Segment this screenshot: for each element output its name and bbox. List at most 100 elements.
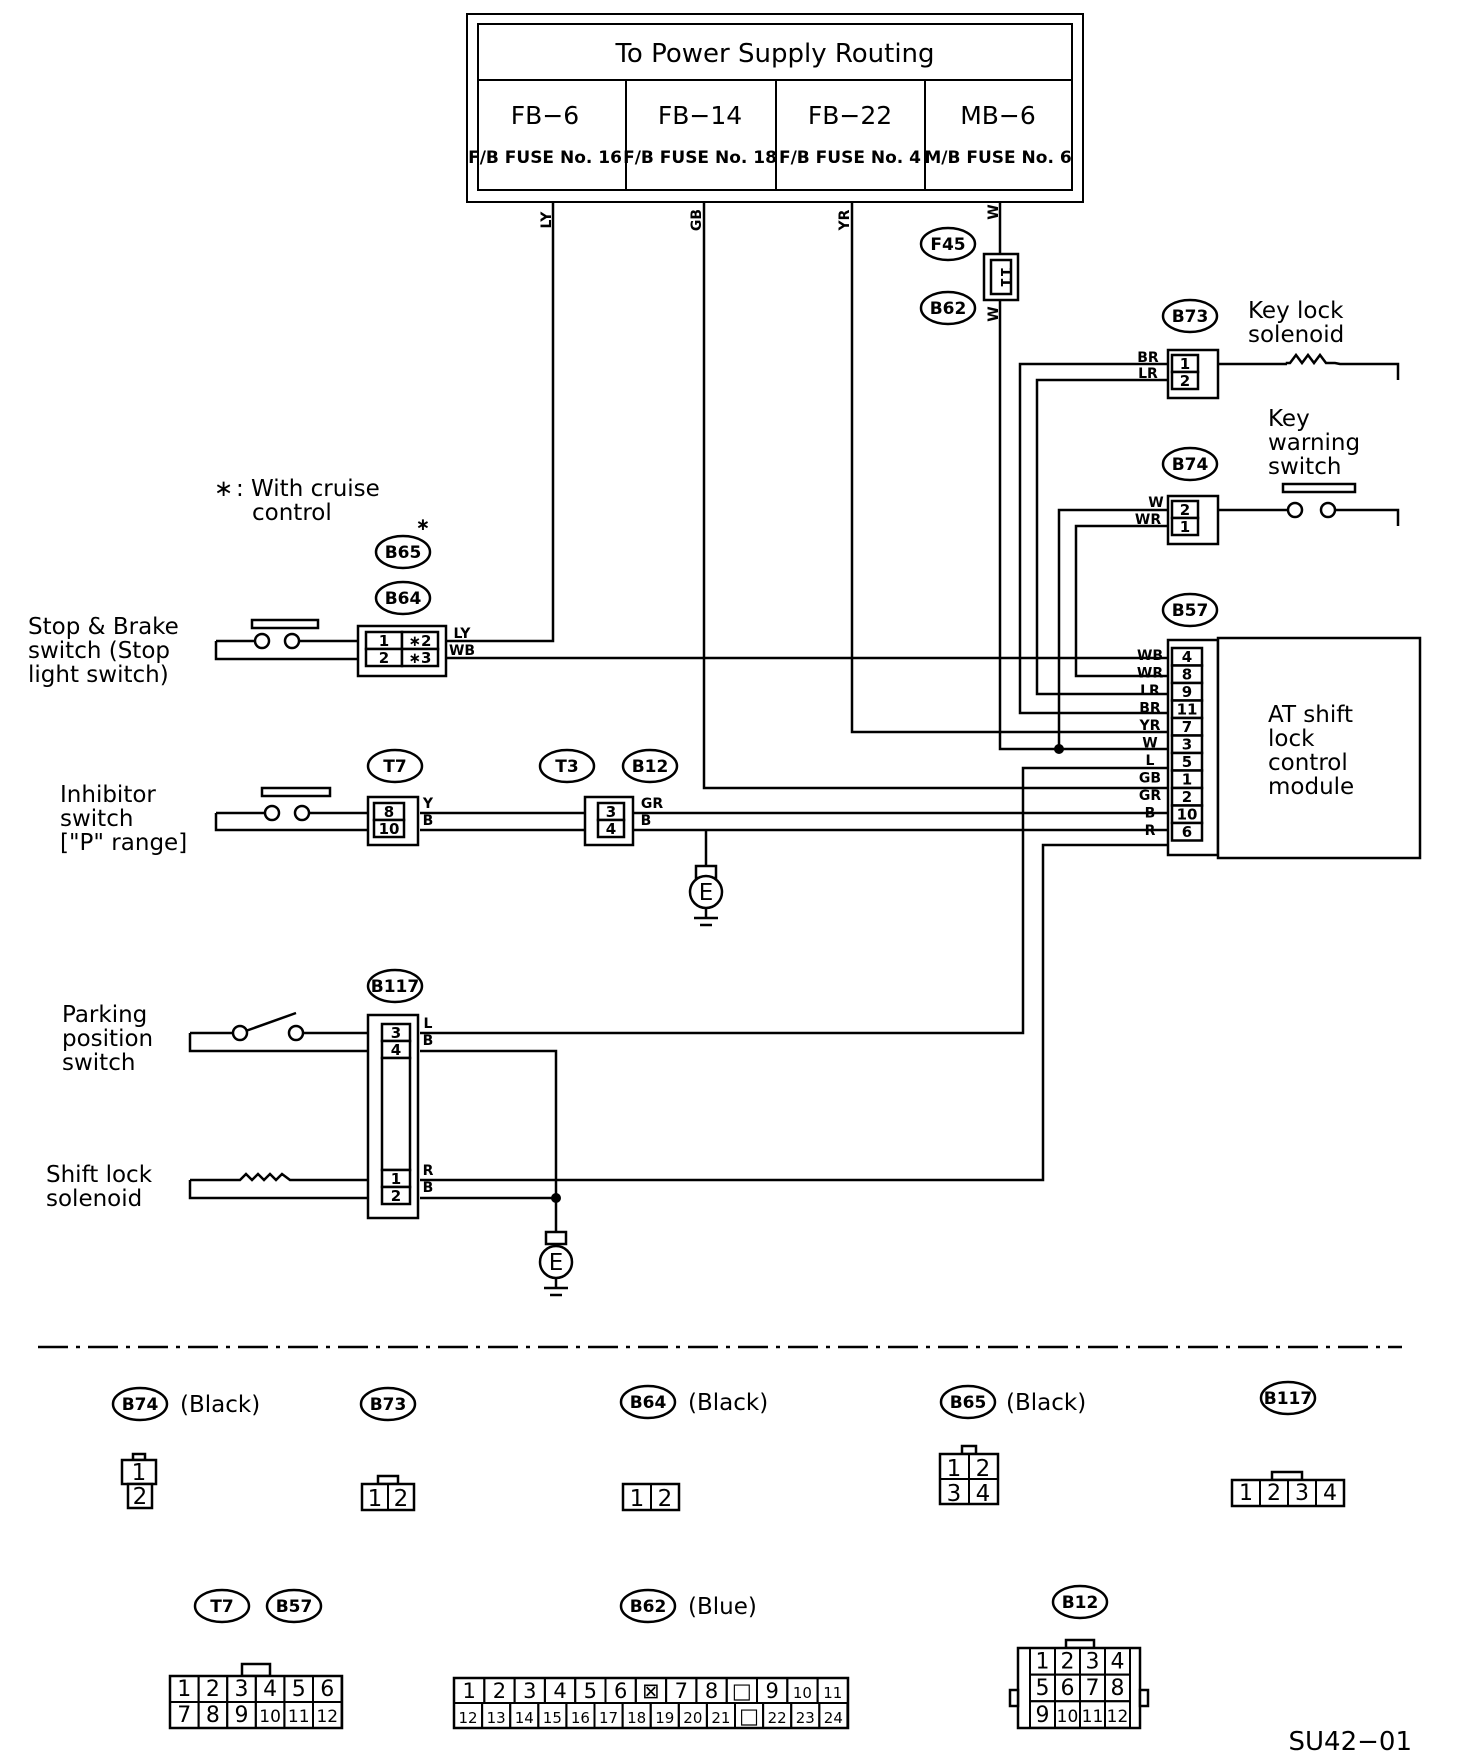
key-warning-label-3: switch bbox=[1268, 454, 1341, 480]
svg-text:B65: B65 bbox=[950, 1393, 987, 1413]
b62-legend-pin: 16 bbox=[571, 1709, 590, 1727]
svg-text:∗3: ∗3 bbox=[408, 649, 431, 667]
component-labels: ∗ : With cruise control Stop & Brake swi… bbox=[28, 298, 1360, 1212]
power-supply-box: To Power Supply Routing FB−6 F/B FUSE No… bbox=[466, 13, 1084, 203]
wire-l bbox=[420, 766, 1170, 1035]
t7b57-legend-pin: 11 bbox=[288, 1707, 310, 1727]
fuse-fb22-label: FB−22 bbox=[808, 101, 892, 130]
svg-text:2: 2 bbox=[391, 1187, 401, 1205]
svg-text:10: 10 bbox=[379, 820, 400, 838]
switch-contacts bbox=[231, 482, 1357, 1203]
svg-text:1: 1 bbox=[132, 1460, 147, 1486]
stop-brake-label-3: light switch) bbox=[28, 662, 169, 688]
svg-text:(Black): (Black) bbox=[688, 1390, 768, 1416]
svg-text:(Black): (Black) bbox=[1006, 1390, 1086, 1416]
b57-pin: 10 bbox=[1177, 806, 1198, 824]
note-mark: ∗ bbox=[214, 476, 233, 502]
svg-text:L: L bbox=[424, 1016, 433, 1032]
b12-legend-pin: 1 bbox=[1036, 1650, 1050, 1675]
b12-legend-pin: 5 bbox=[1036, 1676, 1050, 1701]
wire-w-b74 bbox=[1057, 508, 1168, 749]
b62-label: B62 bbox=[930, 299, 967, 319]
b62-legend-pin: 2 bbox=[493, 1679, 506, 1703]
at-shift-lock-module bbox=[1216, 636, 1422, 860]
t7b57-legend-pin: 5 bbox=[292, 1677, 306, 1702]
connector-t7: T7 8 10 Y B bbox=[366, 748, 434, 847]
svg-text:2: 2 bbox=[379, 649, 389, 667]
module-label-2: lock bbox=[1268, 726, 1315, 752]
b57-pin: 3 bbox=[1182, 736, 1192, 754]
svg-text:B64: B64 bbox=[385, 589, 422, 609]
wire-yr bbox=[850, 202, 1170, 734]
b62-legend-pin: 22 bbox=[768, 1709, 787, 1727]
b57-wire-label: GB bbox=[1139, 771, 1161, 787]
wire-r bbox=[420, 843, 1170, 1182]
b62-legend-pin: □ bbox=[732, 1679, 752, 1703]
svg-text:LY: LY bbox=[539, 211, 555, 229]
b12-legend-pin: 7 bbox=[1086, 1676, 1100, 1701]
b62-legend-pin: 13 bbox=[487, 1709, 506, 1727]
b57-pin: 9 bbox=[1182, 683, 1192, 701]
wires bbox=[188, 202, 1400, 1240]
b62-legend-pin: 24 bbox=[824, 1709, 843, 1727]
svg-text:4: 4 bbox=[606, 820, 616, 838]
b12-legend-pin: 11 bbox=[1082, 1707, 1104, 1727]
svg-text:B64: B64 bbox=[630, 1393, 667, 1413]
t7b57-legend-pin: 7 bbox=[177, 1703, 191, 1728]
svg-text:(Black): (Black) bbox=[180, 1392, 260, 1418]
wire-w bbox=[998, 300, 1170, 751]
module-label-3: control bbox=[1268, 750, 1348, 776]
svg-text:E: E bbox=[549, 1250, 564, 1276]
b57-pin: 4 bbox=[1182, 648, 1192, 666]
b62-legend-pin: 7 bbox=[675, 1679, 688, 1703]
t7b57-legend-pin: 6 bbox=[320, 1677, 334, 1702]
ground-symbol-1: E bbox=[688, 864, 724, 927]
b57-wire-label: R bbox=[1145, 823, 1156, 839]
key-lock-label-2: solenoid bbox=[1248, 322, 1344, 348]
inhibitor-label-2: switch bbox=[60, 806, 133, 832]
svg-text:T3: T3 bbox=[555, 757, 578, 777]
b62-legend-pin: 20 bbox=[683, 1709, 702, 1727]
svg-text:2: 2 bbox=[1180, 372, 1190, 390]
svg-text:B: B bbox=[423, 1180, 434, 1196]
connector-f45-b62: 11 F45 B62 W W LY GB YR bbox=[539, 204, 1020, 326]
svg-text:W: W bbox=[1148, 495, 1163, 511]
b62-legend-pin: 18 bbox=[627, 1709, 646, 1727]
b57-pin: 6 bbox=[1182, 823, 1192, 841]
b62-legend-pin: 4 bbox=[553, 1679, 566, 1703]
key-lock-label-1: Key lock bbox=[1248, 298, 1344, 324]
b12-legend-pin: 6 bbox=[1061, 1676, 1075, 1701]
svg-text:T7: T7 bbox=[383, 757, 406, 777]
b62-legend-pin: 10 bbox=[793, 1684, 812, 1702]
svg-text:1: 1 bbox=[947, 1456, 962, 1482]
svg-text:4: 4 bbox=[976, 1481, 991, 1507]
b62-legend-pin: 9 bbox=[765, 1679, 778, 1703]
svg-text:B12: B12 bbox=[1062, 1593, 1099, 1613]
parking-label-2: position bbox=[62, 1026, 153, 1052]
b62-legend-pin: 12 bbox=[459, 1709, 478, 1727]
module-label-1: AT shift bbox=[1268, 702, 1353, 728]
svg-text:WB: WB bbox=[449, 643, 475, 659]
b57-wire-label: WR bbox=[1137, 666, 1163, 682]
svg-text:2: 2 bbox=[1180, 501, 1190, 519]
svg-text:3: 3 bbox=[947, 1481, 962, 1507]
svg-text:BR: BR bbox=[1137, 350, 1159, 366]
b57-wire-label: B bbox=[1145, 806, 1156, 822]
svg-text:YR: YR bbox=[837, 209, 853, 231]
svg-text:GR: GR bbox=[641, 796, 663, 812]
b62-legend-pin: 8 bbox=[705, 1679, 718, 1703]
svg-text:1: 1 bbox=[379, 632, 389, 650]
connector-b74: B74 2 1 W WR bbox=[1135, 446, 1220, 546]
fuse-fb14-label: FB−14 bbox=[658, 101, 742, 130]
fuse-fb6-label: FB−6 bbox=[511, 101, 579, 130]
t7b57-legend-pin: 12 bbox=[316, 1707, 338, 1727]
b117-legend-pin: 4 bbox=[1323, 1481, 1337, 1506]
b62-legend-pin: 15 bbox=[543, 1709, 562, 1727]
fuse-mb6-sub: M/B FUSE No. 6 bbox=[924, 148, 1071, 168]
svg-text:B117: B117 bbox=[371, 977, 419, 997]
b57-wire-label: L bbox=[1146, 753, 1155, 769]
svg-text:∗: ∗ bbox=[416, 515, 430, 535]
inhibitor-label-3: ["P" range] bbox=[60, 830, 187, 856]
b57-wire-label: W bbox=[1142, 736, 1157, 752]
